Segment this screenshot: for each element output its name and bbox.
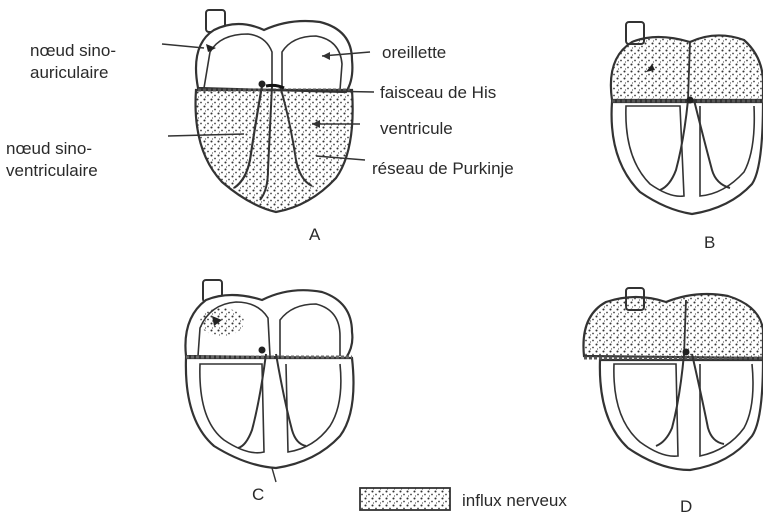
label-sa-node-line1: nœud sino- — [30, 41, 116, 60]
legend: influx nerveux — [360, 488, 567, 510]
label-av-node-line1: nœud sino- — [6, 139, 92, 158]
label-oreillette: oreillette — [382, 43, 446, 62]
ventricles-stippled — [196, 90, 353, 212]
pointer-sa-node — [162, 44, 204, 48]
panel-label-a: A — [309, 225, 321, 244]
ventricles-c — [186, 358, 354, 468]
legend-label: influx nerveux — [462, 491, 567, 510]
atria-stippled-b — [611, 35, 763, 100]
heart-d — [583, 288, 763, 470]
heart-c — [185, 280, 353, 482]
label-faisceau-de-his: faisceau de His — [380, 83, 496, 102]
legend-swatch — [360, 488, 450, 510]
panel-label-d: D — [680, 497, 692, 516]
label-reseau-de-purkinje: réseau de Purkinje — [372, 159, 514, 178]
panel-label-c: C — [252, 485, 264, 504]
atria-stippled-d — [583, 294, 763, 358]
panel-label-b: B — [704, 233, 715, 252]
heart-b — [611, 22, 763, 214]
label-ventricule: ventricule — [380, 119, 453, 138]
heart-a — [162, 10, 374, 212]
label-sa-node-line2: auriculaire — [30, 63, 108, 82]
ventricles-b — [612, 102, 763, 214]
label-av-node-line2: ventriculaire — [6, 161, 98, 180]
